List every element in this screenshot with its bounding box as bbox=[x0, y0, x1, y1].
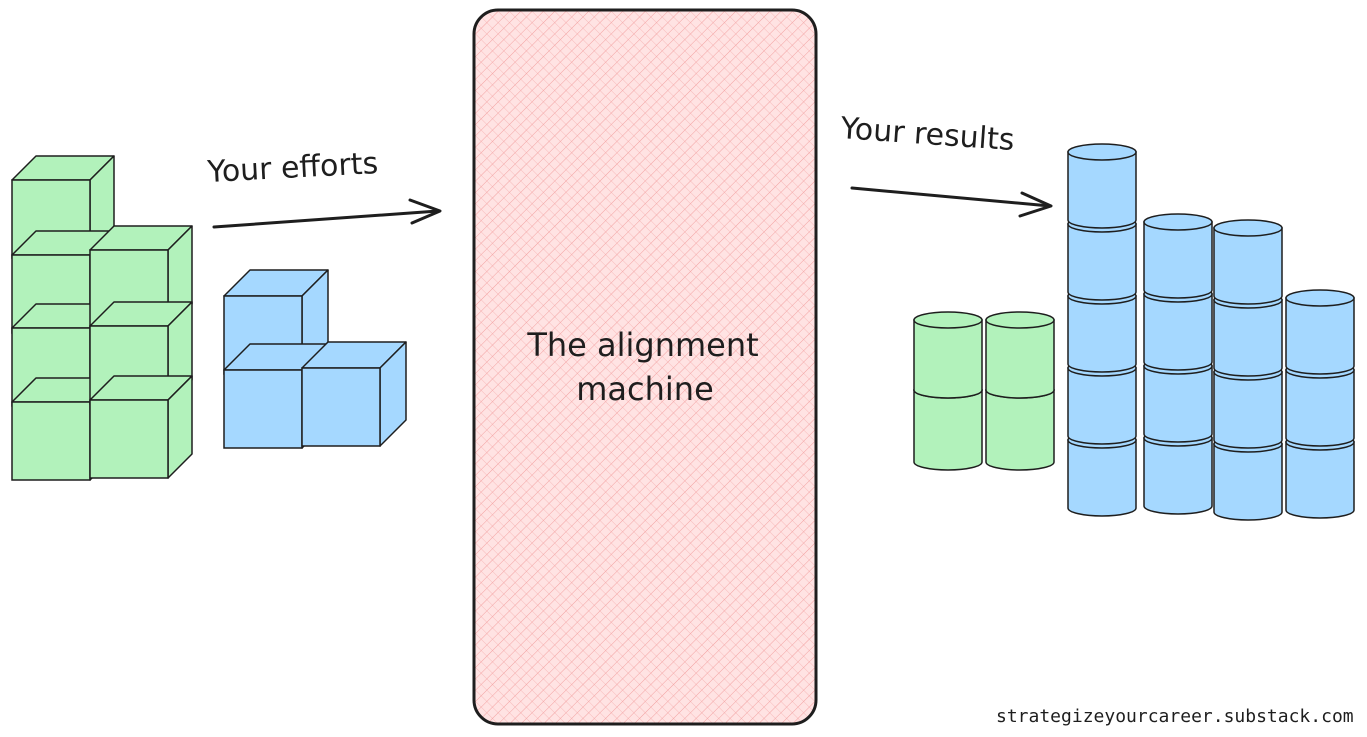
green-cylinder bbox=[913, 311, 983, 399]
green-cube-stack bbox=[11, 155, 193, 481]
results-arrow-icon bbox=[850, 186, 1053, 218]
blue-cylinder bbox=[1213, 435, 1283, 521]
blue-cylinder bbox=[1213, 219, 1283, 305]
machine-title-line1: The alignment bbox=[526, 326, 758, 364]
green-cylinder-stack bbox=[913, 311, 1055, 471]
green-cylinder bbox=[985, 311, 1055, 399]
efforts-arrow-icon bbox=[212, 198, 442, 229]
blue-cylinder bbox=[1285, 289, 1355, 375]
alignment-machine: The alignment machine bbox=[472, 8, 818, 726]
blue-cylinder bbox=[1143, 213, 1213, 299]
efforts-label: Your efforts bbox=[206, 146, 379, 190]
results-label: Your results bbox=[838, 111, 1015, 158]
blue-cylinder-stack bbox=[1067, 143, 1355, 521]
blue-cube-group bbox=[223, 269, 407, 449]
machine-title-line2: machine bbox=[576, 370, 714, 408]
blue-cube bbox=[301, 341, 407, 447]
green-cube bbox=[89, 375, 193, 479]
source-url: strategizeyourcareer.substack.com bbox=[996, 706, 1354, 727]
blue-cylinder bbox=[1067, 143, 1137, 229]
